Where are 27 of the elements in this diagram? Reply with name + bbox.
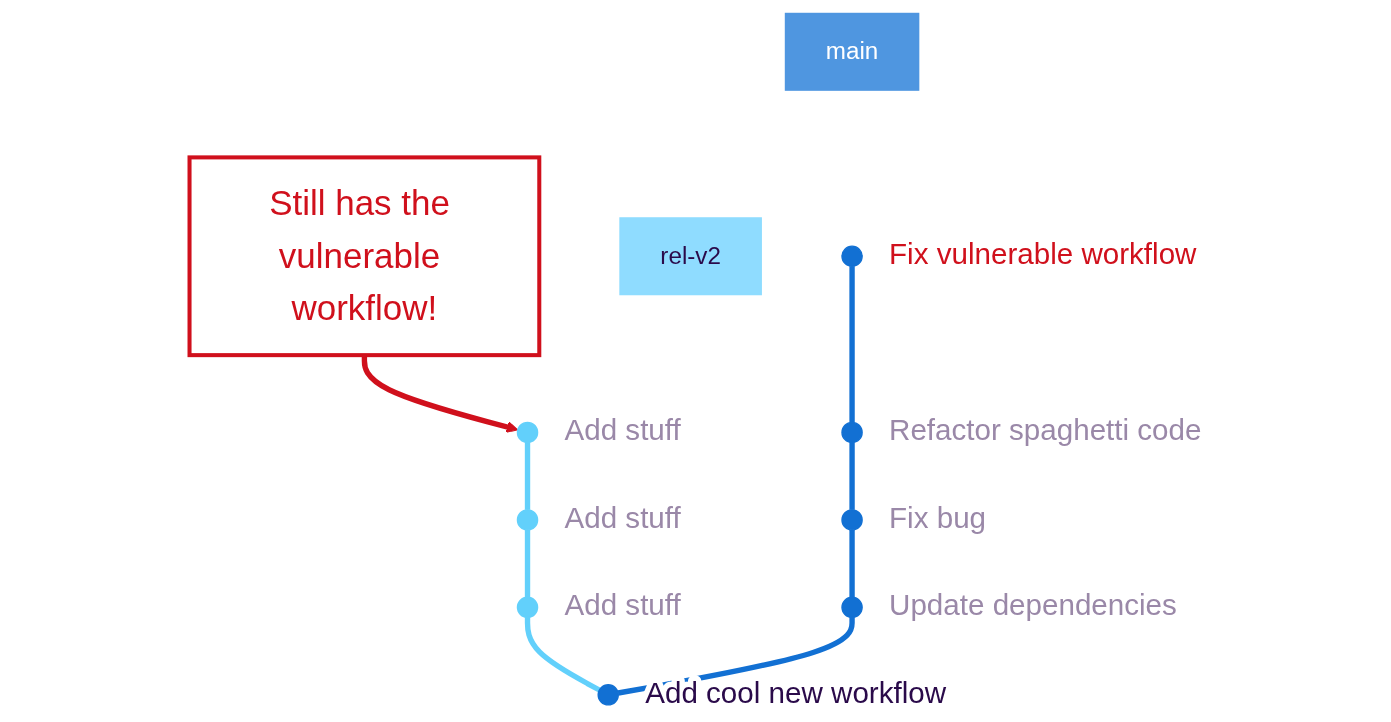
node-circle xyxy=(841,596,863,619)
commit-message: Add stuff xyxy=(564,588,681,622)
connector xyxy=(524,530,531,598)
node-circle xyxy=(597,684,619,706)
node-circle xyxy=(516,596,539,619)
connector xyxy=(617,617,855,696)
connector xyxy=(849,442,855,510)
commit-message: Add stuff xyxy=(564,500,681,534)
commit-message: Fix vulnerable workflow xyxy=(889,237,1197,271)
node-circle xyxy=(516,509,539,531)
commit-message: Update dependencies xyxy=(889,588,1177,622)
commit-message: Fix bug xyxy=(889,500,987,534)
node-circle xyxy=(841,245,863,268)
node-circle xyxy=(516,421,539,444)
connector xyxy=(524,442,531,510)
node-box: Still has the vulnerable workflow! xyxy=(187,155,542,358)
connector xyxy=(849,530,855,598)
node-circle xyxy=(841,509,863,531)
node-box: main xyxy=(784,12,920,91)
commit-message: Refactor spaghetti code xyxy=(889,413,1202,447)
commit-message: Add stuff xyxy=(564,413,681,447)
connector xyxy=(849,266,855,423)
arrow xyxy=(361,355,519,433)
node-box: rel-v2 xyxy=(619,217,762,296)
commit-message: Add cool new workflow xyxy=(645,675,947,709)
connector xyxy=(524,617,601,693)
node-circle xyxy=(841,421,863,444)
